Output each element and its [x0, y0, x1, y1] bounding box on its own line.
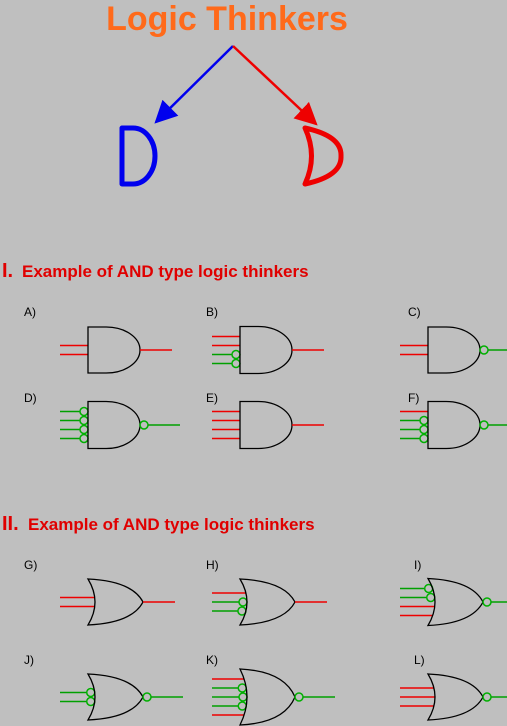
gate-l: L): [400, 653, 507, 721]
gate-label: G): [24, 558, 37, 572]
gate-a: A): [24, 305, 172, 374]
or-gate-body: [86, 673, 144, 721]
gate-label: A): [24, 305, 36, 319]
gate-label: L): [414, 653, 425, 667]
negation-bubble: [79, 424, 89, 435]
negation-bubble: [419, 415, 429, 426]
or-gate-body: [86, 578, 144, 626]
and-gate-body: [239, 400, 293, 450]
output-negation-bubble: [482, 692, 492, 702]
gate-examples: A) B) C) D) E) F) G) H) I) J) K) L): [24, 305, 507, 726]
gate-h: H): [206, 558, 327, 626]
negation-bubble: [79, 406, 89, 417]
gate-d: D): [24, 391, 180, 450]
negation-bubble: [79, 415, 89, 426]
gate-label: F): [408, 391, 419, 405]
gate-label: J): [24, 653, 34, 667]
or-gate-body: [238, 668, 296, 726]
and-gate-body: [87, 326, 141, 374]
section-2-title: Example of AND type logic thinkers: [28, 515, 315, 534]
and-gate-body: [87, 400, 141, 450]
gate-label: B): [206, 305, 218, 319]
negation-bubble: [419, 433, 429, 444]
negation-bubble: [237, 701, 248, 711]
section-1-numeral: I.: [2, 260, 13, 282]
negation-bubble: [79, 433, 89, 444]
negation-bubble: [238, 692, 248, 702]
gate-b: B): [206, 305, 324, 375]
output-negation-bubble: [142, 692, 152, 702]
gate-c: C): [400, 305, 507, 374]
and-gate-body: [427, 400, 481, 450]
gate-e: E): [206, 391, 324, 450]
section-1-title: Example of AND type logic thinkers: [22, 262, 309, 281]
output-negation-bubble: [139, 420, 149, 430]
gate-label: C): [408, 305, 421, 319]
negation-bubble: [231, 349, 241, 360]
gate-label: E): [206, 391, 218, 405]
gate-g: G): [24, 558, 175, 626]
gate-label: H): [206, 558, 219, 572]
arrow-to-and-symbol: [154, 45, 234, 124]
output-negation-bubble: [479, 345, 489, 355]
page-title: Logic Thinkers: [106, 0, 348, 38]
arrow-to-or-symbol: [232, 45, 318, 126]
negation-bubble: [237, 683, 248, 693]
section-1-heading: I. Example of AND type logic thinkers: [2, 260, 309, 282]
section-2-numeral: II.: [2, 513, 19, 535]
negation-bubble: [231, 358, 241, 369]
output-negation-bubble: [482, 597, 492, 607]
and-symbol: [119, 125, 158, 187]
gate-i: I): [400, 558, 507, 627]
and-gate-body: [239, 325, 293, 375]
gate-f: F): [400, 391, 507, 450]
negation-bubble: [425, 592, 436, 603]
gate-j: J): [24, 653, 183, 721]
and-gate-body: [427, 326, 481, 374]
section-2-heading: II. Example of AND type logic thinkers: [2, 513, 315, 535]
negation-bubble: [85, 687, 96, 698]
gate-k: K): [206, 653, 335, 726]
output-negation-bubble: [479, 420, 489, 430]
or-gate-body: [426, 577, 484, 627]
or-gate-body: [238, 578, 296, 626]
negation-bubble: [419, 424, 429, 435]
gate-label: I): [414, 558, 421, 572]
or-symbol: [302, 125, 344, 187]
gate-label: K): [206, 653, 218, 667]
or-gate-body: [426, 673, 484, 721]
negation-bubble: [238, 597, 248, 607]
negation-bubble: [85, 696, 96, 707]
gate-label: D): [24, 391, 37, 405]
output-negation-bubble: [294, 692, 304, 702]
